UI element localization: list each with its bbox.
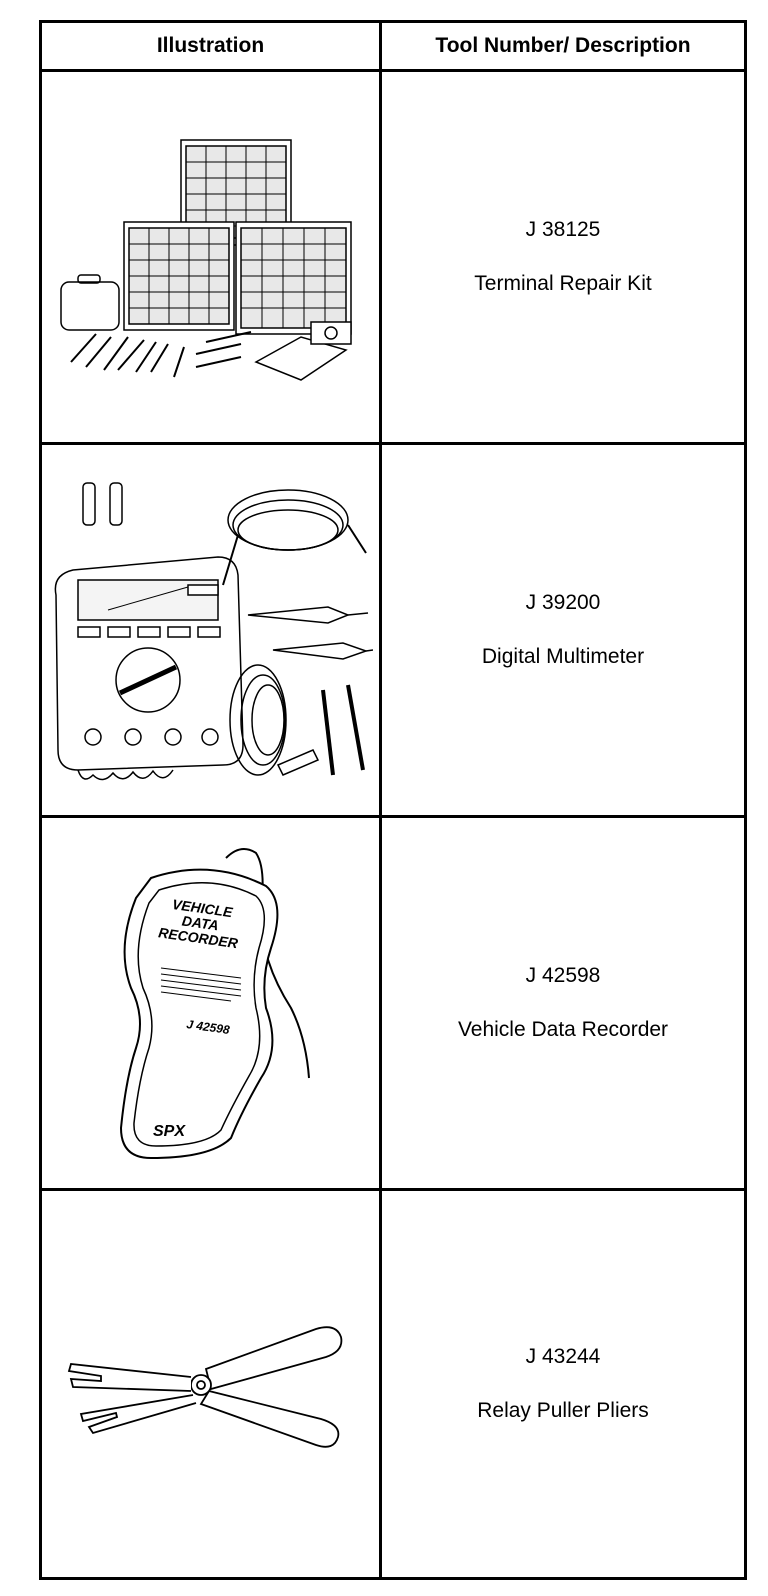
tool-number: J 39200 — [525, 591, 601, 614]
relay-puller-pliers-icon — [61, 1309, 361, 1459]
device-brand-label: SPX — [153, 1123, 186, 1140]
table-row: J 39200 Digital Multimeter — [39, 442, 747, 818]
table-header-row: Illustration Tool Number/ Description — [39, 20, 747, 72]
tool-description: Digital Multimeter — [481, 645, 645, 668]
tool-description: Vehicle Data Recorder — [457, 1018, 669, 1041]
table-row: J 38125 Terminal Repair Kit — [39, 69, 747, 445]
tool-number: J 42598 — [525, 964, 601, 987]
tool-description: Terminal Repair Kit — [474, 272, 652, 295]
illustration-cell — [39, 442, 382, 818]
illustration-cell — [39, 69, 382, 445]
tool-description: Relay Puller Pliers — [477, 1399, 649, 1422]
illustration-cell — [39, 1188, 382, 1580]
vehicle-data-recorder-icon: VEHICLE DATA RECORDER J 42598 SPX — [91, 838, 331, 1168]
tool-number: J 43244 — [525, 1345, 601, 1368]
tool-number: J 38125 — [525, 218, 601, 241]
header-illustration: Illustration — [39, 20, 382, 72]
digital-multimeter-icon — [48, 475, 373, 785]
header-tool-description: Tool Number/ Description — [379, 20, 747, 72]
table-row: J 43244 Relay Puller Pliers — [39, 1188, 747, 1580]
tool-description-cell: J 42598 Vehicle Data Recorder — [379, 815, 747, 1191]
special-tools-table: Illustration Tool Number/ Description — [39, 20, 747, 1580]
tool-description-cell: J 39200 Digital Multimeter — [379, 442, 747, 818]
terminal-repair-kit-icon — [56, 122, 366, 392]
tool-description-cell: J 43244 Relay Puller Pliers — [379, 1188, 747, 1580]
device-model-label: J 42598 — [185, 1017, 230, 1037]
illustration-cell: VEHICLE DATA RECORDER J 42598 SPX — [39, 815, 382, 1191]
table-row: VEHICLE DATA RECORDER J 42598 SPX J 4259… — [39, 815, 747, 1191]
tool-description-cell: J 38125 Terminal Repair Kit — [379, 69, 747, 445]
device-label-line2: DATA — [180, 912, 219, 933]
